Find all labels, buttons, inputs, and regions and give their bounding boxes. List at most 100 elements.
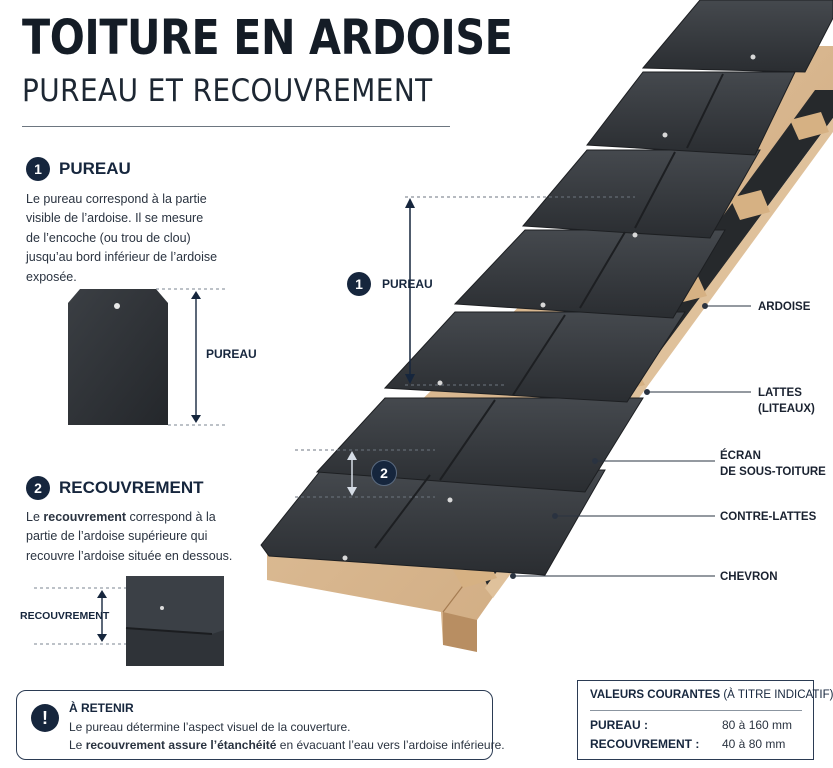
nail-icon [437,380,443,386]
slate-joint [579,231,626,309]
slate-joint [439,399,496,481]
arrow-up-icon [347,451,357,460]
arrow-down-icon [405,374,415,384]
text-run: Le [26,510,44,524]
callout-line: CONTRE-LATTES [720,511,817,523]
title-rest-run: (À TITRE INDICATIF) [720,689,833,701]
page-subtitle: PUREAU ET RECOUVREMENT [22,73,433,109]
callout-line: CHEVRON [720,571,778,583]
single-slate-shape [68,289,168,425]
key-takeaway-line-1: Le pureau détermine l’aspect visuel de l… [69,720,351,734]
nail-icon [662,132,668,138]
roof-cross-section-diagram [260,0,833,652]
nail-icon [342,555,348,561]
batten [790,112,829,140]
typical-values-divider [590,710,802,711]
leader-dot [552,513,558,519]
recouvrement-dimension-label: RECOUVREMENT [20,610,110,622]
recouvrement-number-badge: 2 [26,476,50,500]
callout-line: (LITEAUX) [758,402,815,415]
slate-joint [374,474,431,549]
pureau-description-line: de l’encoche (ou trou de clou) [26,230,191,245]
callout-line: ARDOISE [758,301,811,313]
arrow-down-icon [97,634,107,642]
pureau-dimension-label: PUREAU [206,347,257,361]
nail-icon [540,302,546,308]
batten [730,190,770,220]
rafter-end-face [443,612,477,652]
leader-dot [510,573,516,579]
callout-leaders [510,303,751,579]
slate-row [453,229,726,319]
arrow-up-icon [405,198,415,208]
pureau-description: Le pureau correspond à la partie visible… [26,190,256,287]
slate-row [641,0,833,73]
callout-line: DE SOUS-TOITURE [720,465,826,478]
recouvrement-description-line: partie de l’ardoise supérieure qui [26,529,208,544]
recouvrement-section-title: RECOUVREMENT [59,478,204,497]
recouvrement-illustration [34,576,224,666]
arrow-down-icon [347,487,357,496]
callout-lattes: LATTES (LITEAUX) [758,386,815,417]
nail-icon [160,606,164,610]
diagram-pureau-badge: 1 [347,272,371,296]
callout-line: ÉCRAN [720,450,761,462]
callout-contre-lattes: CONTRE-LATTES [720,510,816,526]
text-run: Le [69,738,86,752]
diagram-recouvrement-badge: 2 [371,460,397,486]
upper-slate-shape [126,576,224,634]
pureau-description-line: exposée. [26,269,77,284]
key-takeaway-heading: À RETENIR [69,701,134,715]
key-takeaway-line-2: Le recouvrement assure l’étanchéité en é… [69,738,505,752]
leader-dot [644,389,650,395]
bold-run: assure l’étanchéité [168,738,277,752]
slate-row [315,397,644,493]
typical-values-title: VALEURS COURANTES (À TITRE INDICATIF) [590,689,833,701]
slate-joint [512,314,566,396]
page-title: TOITURE EN ARDOISE [22,10,513,66]
slate-joint [686,73,724,149]
value-pureau: 80 à 160 mm [722,718,793,732]
callout-chevron: CHEVRON [720,570,778,586]
callout-ecran: ÉCRAN DE SOUS-TOITURE [720,449,826,480]
pureau-section-title: PUREAU [59,159,131,178]
arrow-down-icon [191,415,201,423]
nail-icon [632,232,638,238]
arrow-up-icon [97,590,107,598]
pureau-description-line: visible de l’ardoise. Il se mesure [26,211,204,226]
nail-icon [447,497,453,503]
nail-hole-icon [114,303,120,309]
bold-run: recouvrement [85,738,166,752]
title-divider [22,126,450,127]
value-key-pureau: PUREAU : [590,718,649,732]
leader-dot [592,458,598,464]
slate-row [521,149,761,239]
nail-icon [750,54,756,60]
typical-values-box: VALEURS COURANTES (À TITRE INDICATIF) PU… [577,680,833,760]
slate-row [383,311,686,403]
text-run: correspond à la [126,510,216,524]
pureau-description-line: jusqu’au bord inférieur de l’ardoise [26,250,218,265]
key-takeaway-box: ! À RETENIR Le pureau détermine l’aspect… [16,690,505,760]
recouvrement-term: recouvrement [43,510,127,524]
slate-edge-line [125,627,213,635]
leader-dot [702,303,708,309]
arrow-up-icon [191,291,201,299]
pureau-slate-illustration [68,288,228,426]
exclamation-icon: ! [31,704,59,732]
title-bold-run: VALEURS COURANTES [590,689,721,701]
recouvrement-description: Le recouvrement correspond à la partie d… [26,508,266,566]
recouvrement-description-line: Le recouvrement correspond à la [26,508,266,527]
value-recouvrement: 40 à 80 mm [722,737,786,751]
pureau-description-line: Le pureau correspond à la partie [26,192,207,206]
slate-row [260,469,606,576]
pureau-number-badge: 1 [26,157,50,181]
slate-joint [634,151,676,229]
callout-ardoise: ARDOISE [758,300,810,316]
diagram-pureau-label: PUREAU [382,277,433,291]
callout-line: LATTES [758,387,802,399]
recouvrement-description-line: recouvre l’ardoise située en dessous. [26,548,233,563]
value-key-recouvrement: RECOUVREMENT : [590,737,700,751]
text-run: en évacuant l’eau vers l’ardoise inférie… [276,738,505,752]
slate-rows-group [260,0,833,576]
